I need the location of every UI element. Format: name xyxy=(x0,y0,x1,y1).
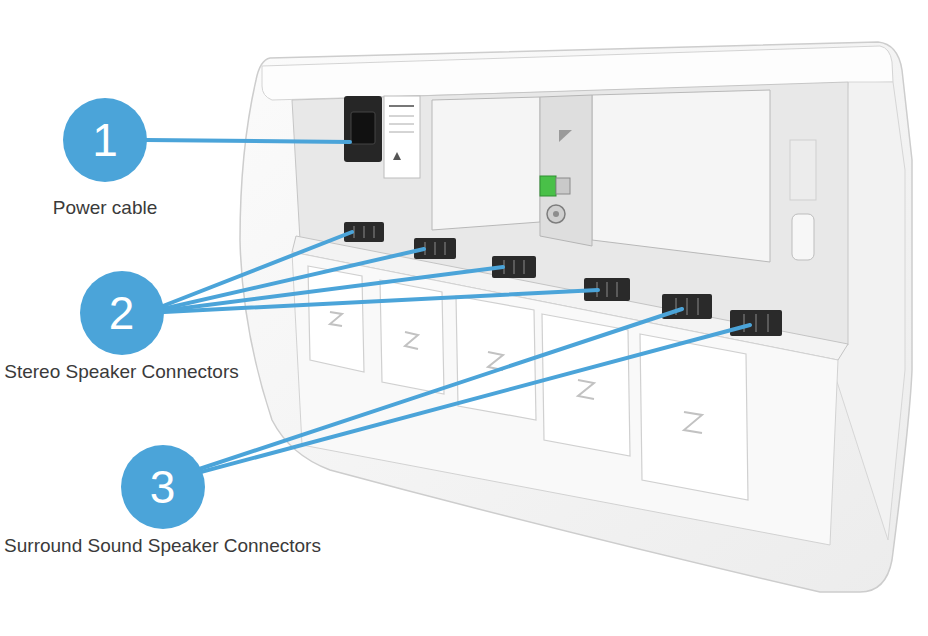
callout-circle: 1 xyxy=(63,98,147,182)
callout-caption: Power cable xyxy=(5,194,205,221)
connector-pin xyxy=(767,314,769,332)
callout: 1Power cable xyxy=(5,98,205,221)
callout-circle: 2 xyxy=(80,271,164,355)
front-panel xyxy=(640,334,748,500)
callout-number: 1 xyxy=(92,117,118,163)
sticker-warning xyxy=(393,152,401,160)
panel-marks xyxy=(330,312,702,433)
front-panel xyxy=(542,314,630,456)
lower-front-face xyxy=(292,252,838,545)
connector-pin xyxy=(444,242,446,255)
connector-pin xyxy=(363,226,365,238)
center-pillar xyxy=(540,95,592,246)
connector-pin xyxy=(616,282,618,297)
sticker-line xyxy=(389,116,414,117)
power-socket-inlet xyxy=(351,112,375,144)
sticker-line xyxy=(389,132,414,133)
connector-pin xyxy=(523,260,525,274)
sticker-line xyxy=(389,105,414,107)
panel-mark xyxy=(578,380,594,399)
leader-line xyxy=(145,267,503,313)
callout-circle: 3 xyxy=(121,445,205,529)
leader-line xyxy=(146,140,350,142)
callout: 3Surround Sound Speaker Connectors xyxy=(4,445,321,559)
callout-caption: Surround Sound Speaker Connectors xyxy=(4,532,321,559)
pillar-mark xyxy=(559,130,572,142)
power-socket xyxy=(344,96,382,162)
front-panel xyxy=(308,266,364,372)
connector-pin xyxy=(373,226,375,238)
connector-pin xyxy=(743,314,745,332)
callout-caption: Stereo Speaker Connectors xyxy=(4,358,239,385)
panel-mark xyxy=(684,412,702,433)
pillar-screw xyxy=(547,205,565,223)
speaker-connector xyxy=(730,310,782,336)
connector-pin xyxy=(606,282,608,297)
connector-pin xyxy=(513,260,515,274)
rating-sticker xyxy=(384,96,420,178)
side-label xyxy=(790,140,816,200)
panel-mark xyxy=(330,312,342,326)
leader-line xyxy=(145,290,598,313)
pillar-screw-center xyxy=(553,211,559,217)
leader-line xyxy=(145,309,682,487)
panel-window xyxy=(432,97,540,230)
connector-pin xyxy=(686,298,688,315)
leader-lines xyxy=(145,140,750,487)
green-clip xyxy=(540,176,556,196)
housing-body xyxy=(240,42,912,592)
sticker-line xyxy=(389,124,414,125)
panel-window xyxy=(592,90,770,262)
leader-line xyxy=(145,325,750,487)
connector-pin xyxy=(697,298,699,315)
connector-pin xyxy=(755,314,757,332)
callout: 2Stereo Speaker Connectors xyxy=(4,271,239,385)
clip-body xyxy=(556,178,570,194)
side-latch xyxy=(792,214,814,260)
callout-number: 3 xyxy=(150,464,176,510)
connector-pin xyxy=(434,242,436,255)
callout-number: 2 xyxy=(109,290,135,336)
panel-mark xyxy=(405,332,418,349)
